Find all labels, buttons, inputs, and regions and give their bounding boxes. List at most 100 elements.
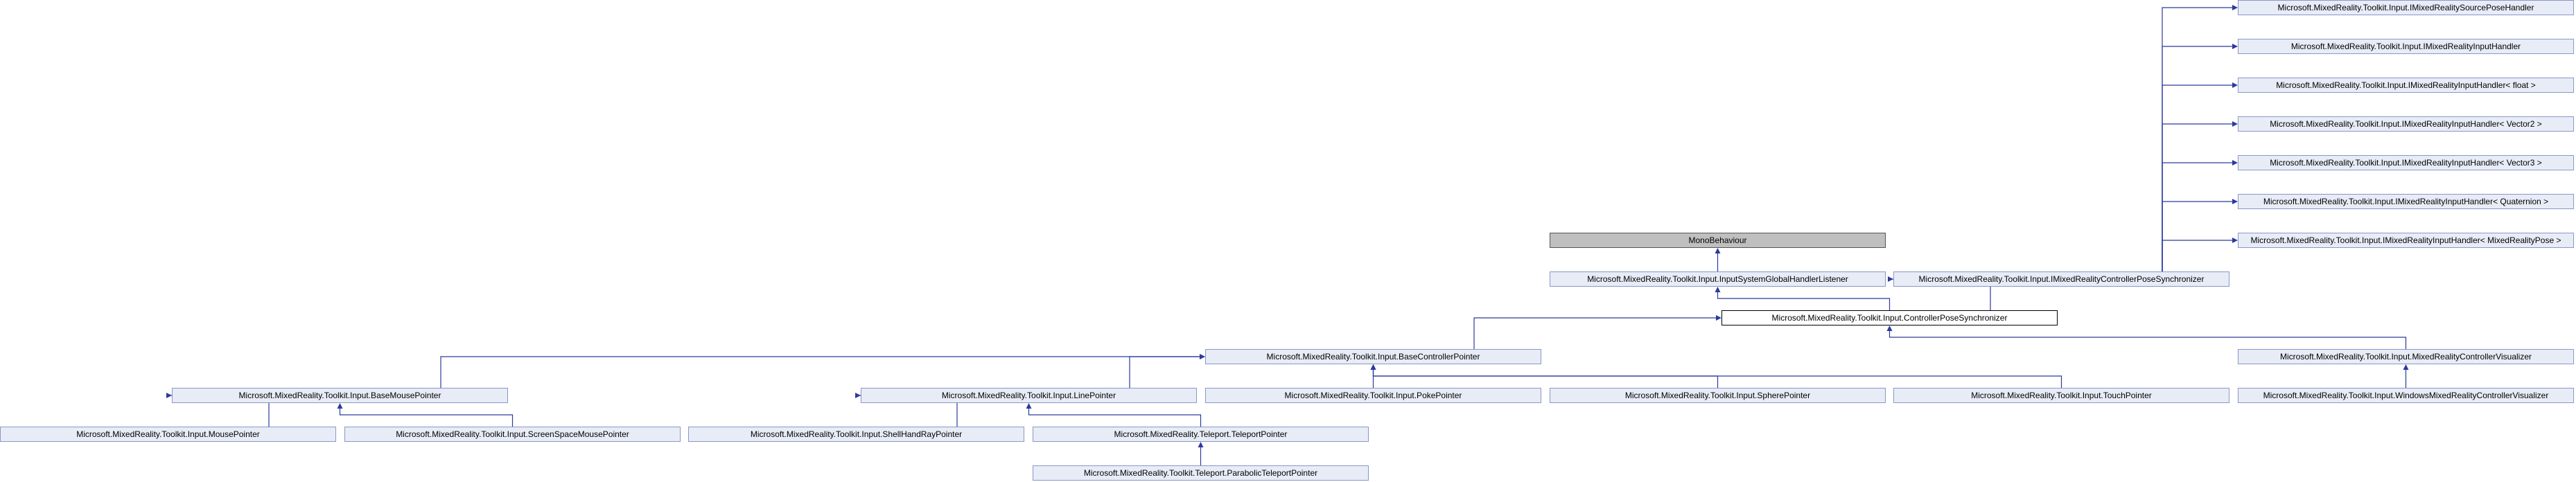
inheritance-edge [2162,121,2238,271]
class-node[interactable]: Microsoft.MixedReality.Toolkit.Input.Sph… [1550,388,1886,403]
edge-line [440,356,1200,388]
class-node-label: Microsoft.MixedReality.Toolkit.Input.Scr… [396,429,629,439]
arrowhead-icon [2232,5,2238,10]
class-node[interactable]: Microsoft.MixedReality.Toolkit.Input.Tou… [1893,388,2229,403]
edge-line [1372,369,2062,388]
edge-line [339,408,514,427]
class-node-box [0,427,336,442]
class-node-label: Microsoft.MixedReality.Toolkit.Input.Pok… [1285,391,1462,400]
class-node-label: Microsoft.MixedReality.Toolkit.Input.IMi… [2276,80,2536,90]
edge-line [2162,162,2233,271]
class-node[interactable]: Microsoft.MixedReality.Toolkit.Input.IMi… [2238,78,2574,93]
inheritance-edge [440,354,1205,388]
inheritance-edge [2162,44,2238,271]
class-node[interactable]: Microsoft.MixedReality.Toolkit.Input.Bas… [1205,349,1541,364]
class-node-label: Microsoft.MixedReality.Toolkit.Input.Lin… [942,391,1116,400]
class-node-box [1205,349,1541,364]
arrowhead-icon [1888,276,1893,282]
arrowhead-icon [1715,248,1721,253]
class-node-box [2238,0,2574,15]
edge-line [1372,369,1719,388]
class-node-label: Microsoft.MixedReality.Teleport.Teleport… [1114,429,1288,439]
edge-line [1473,317,1717,349]
class-node-label: Microsoft.MixedReality.Toolkit.Input.IMi… [2278,3,2534,12]
class-node[interactable]: Microsoft.MixedReality.Toolkit.Input.IMi… [1893,271,2229,287]
edge-line [1717,292,1891,310]
arrowhead-icon [2403,364,2409,370]
class-node-label: Microsoft.MixedReality.Toolkit.Teleport.… [1084,468,1317,478]
class-node-box [2238,194,2574,209]
class-node-box [172,388,508,403]
inheritance-edge [1198,442,1204,465]
inheritance-edge [2162,160,2238,271]
class-node[interactable]: MonoBehaviour [1550,233,1886,248]
class-node[interactable]: Microsoft.MixedReality.Toolkit.Input.IMi… [2238,155,2574,170]
inheritance-edge [1473,315,1721,349]
arrowhead-icon [2232,82,2238,88]
edge-line [2162,201,2233,271]
class-node-box [1033,465,1369,481]
arrowhead-icon [2232,44,2238,49]
class-node-label: Microsoft.MixedReality.Toolkit.Input.Mix… [2280,352,2532,362]
class-node-label: Microsoft.MixedReality.Toolkit.Input.She… [751,429,962,439]
class-node[interactable]: Microsoft.MixedReality.Toolkit.Input.IMi… [2238,0,2574,15]
class-node-box [1893,388,2229,403]
class-node[interactable]: Microsoft.MixedReality.Toolkit.Input.Bas… [172,388,508,403]
class-node-box [2238,116,2574,132]
inheritance-edge [337,403,514,427]
class-node-box [1721,310,2058,325]
class-node-label: Microsoft.MixedReality.Toolkit.Input.Tou… [1971,391,2152,400]
edge-line [2162,46,2233,271]
class-node[interactable]: Microsoft.MixedReality.Toolkit.Input.Mix… [2238,349,2574,364]
edge-line [2162,84,2233,271]
inheritance-edge [2162,82,2238,271]
edge-line [1889,330,2407,349]
class-node-label: Microsoft.MixedReality.Toolkit.Input.Con… [1772,313,2008,323]
class-node[interactable]: Microsoft.MixedReality.Toolkit.Input.Win… [2238,388,2574,403]
class-node[interactable]: Microsoft.MixedReality.Toolkit.Input.IMi… [2238,39,2574,54]
inheritance-edge [1026,403,1202,427]
arrowhead-icon [1200,354,1205,359]
arrowhead-icon [1886,325,1893,331]
class-node[interactable]: Microsoft.MixedReality.Toolkit.Input.Pok… [1205,388,1541,403]
inheritance-edge [1715,287,1891,310]
class-node[interactable]: Microsoft.MixedReality.Toolkit.Teleport.… [1033,465,1369,481]
edge-line [2162,7,2233,271]
arrowhead-icon [1716,315,1721,321]
edge-line [1028,408,1202,427]
arrowhead-icon [337,403,343,409]
class-node-box [1205,388,1541,403]
arrowhead-icon [2232,121,2238,127]
class-node-label: Microsoft.MixedReality.Toolkit.Input.IMi… [2263,197,2548,206]
edge-line [2162,123,2233,271]
class-node[interactable]: Microsoft.MixedReality.Toolkit.Input.Scr… [344,427,681,442]
class-node-box [688,427,1024,442]
arrowhead-icon [1026,403,1032,409]
class-node-label: Microsoft.MixedReality.Toolkit.Input.Win… [2263,391,2549,400]
class-node[interactable]: Microsoft.MixedReality.Toolkit.Input.Con… [1721,310,2058,325]
class-node-box [2238,233,2574,248]
class-node-label: Microsoft.MixedReality.Toolkit.Input.IMi… [1919,274,2205,284]
class-node[interactable]: Microsoft.MixedReality.Toolkit.Input.IMi… [2238,194,2574,209]
class-node[interactable]: Microsoft.MixedReality.Toolkit.Input.Inp… [1550,271,1886,287]
class-node-box [2238,155,2574,170]
inheritance-edge [1886,325,2407,349]
class-node[interactable]: Microsoft.MixedReality.Toolkit.Input.IMi… [2238,116,2574,132]
class-node-label: Microsoft.MixedReality.Toolkit.Input.IMi… [2251,235,2561,245]
class-node-label: Microsoft.MixedReality.Toolkit.Input.Bas… [239,391,441,400]
class-node-box [1893,271,2229,287]
class-node-label: Microsoft.MixedReality.Toolkit.Input.IMi… [2270,158,2542,168]
class-node[interactable]: Microsoft.MixedReality.Toolkit.Input.She… [688,427,1024,442]
arrowhead-icon [855,393,861,398]
class-node-label: Microsoft.MixedReality.Toolkit.Input.IMi… [2270,119,2542,129]
inheritance-edge [1370,364,2062,388]
class-node-box [1550,388,1886,403]
class-node-box [1550,271,1886,287]
class-node[interactable]: Microsoft.MixedReality.Toolkit.Input.Lin… [861,388,1197,403]
class-node[interactable]: Microsoft.MixedReality.Toolkit.Input.Mou… [0,427,336,442]
class-node[interactable]: Microsoft.MixedReality.Teleport.Teleport… [1033,427,1369,442]
class-node-label: Microsoft.MixedReality.Toolkit.Input.Bas… [1267,352,1480,362]
class-node[interactable]: Microsoft.MixedReality.Toolkit.Input.IMi… [2238,233,2574,248]
